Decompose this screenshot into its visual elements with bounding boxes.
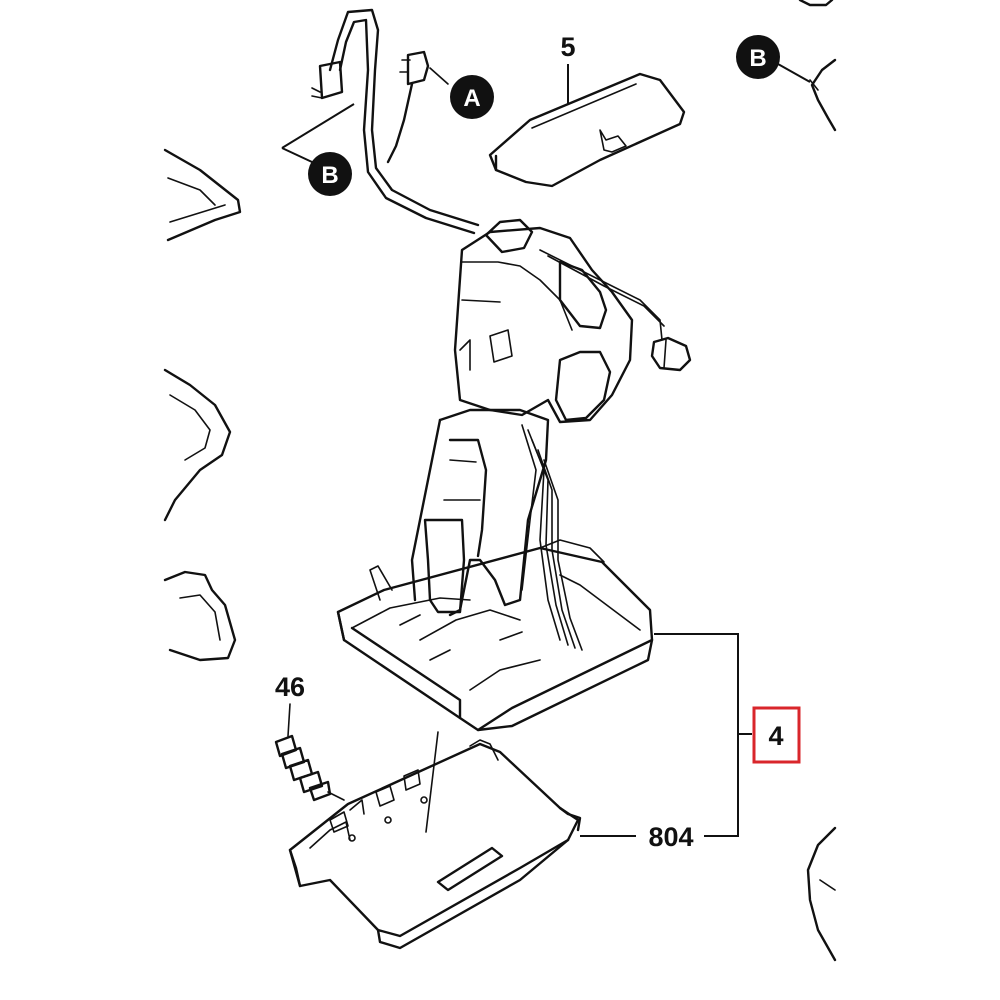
base-plate: [288, 731, 582, 950]
right-partial-components: [798, 0, 837, 962]
callout-a: A: [450, 75, 494, 119]
leader-lines: [281, 63, 811, 837]
part-number-5: 5: [560, 32, 575, 62]
wire-harness: [311, 8, 480, 235]
housing-cover: [488, 72, 686, 188]
callout-b-left: B: [308, 152, 352, 196]
callout-b-right: B: [736, 35, 780, 79]
left-partial-components: [163, 148, 242, 662]
part-number-804: 804: [648, 822, 693, 852]
part-number-46: 46: [275, 672, 305, 702]
spring: [274, 703, 345, 802]
callout-b-right-label: B: [749, 45, 766, 72]
part-number-4: 4: [768, 721, 783, 751]
switch-module: [453, 218, 692, 424]
handle-column: [410, 408, 583, 651]
callout-b-left-label: B: [321, 162, 338, 189]
highlight-box: [752, 706, 801, 764]
callout-a-label: A: [463, 85, 480, 112]
base-housing: [336, 539, 654, 732]
